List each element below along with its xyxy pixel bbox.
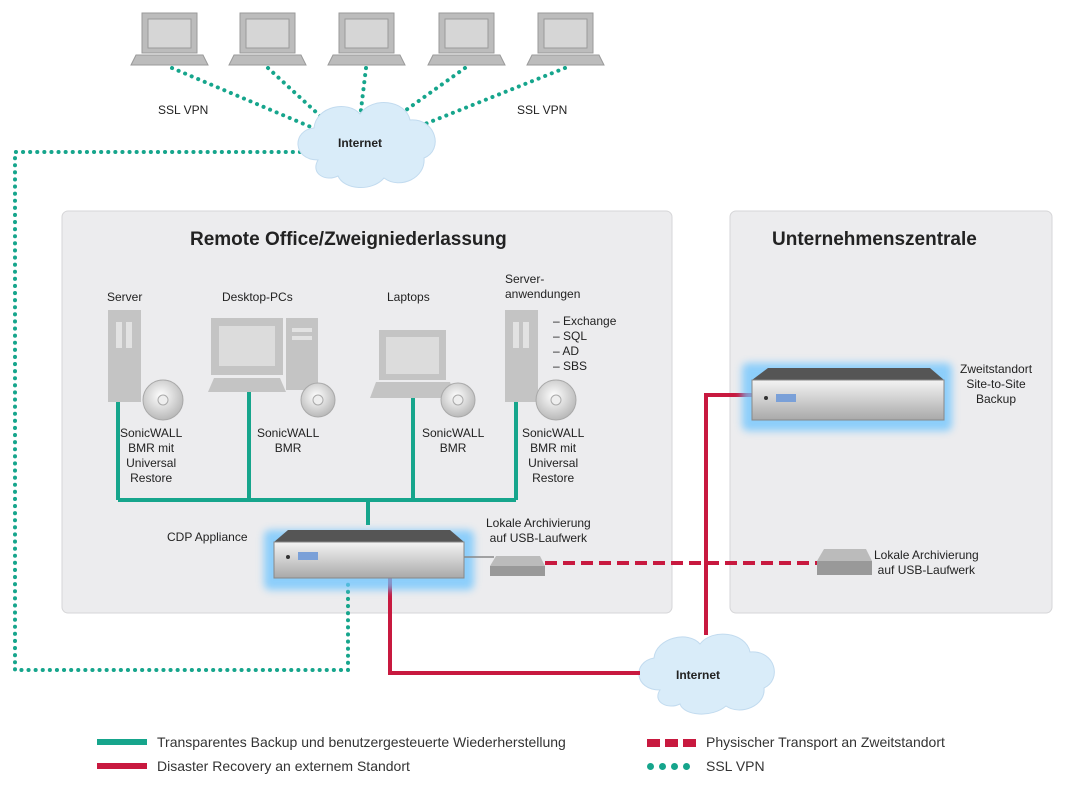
hq-usb-label: Lokale Archivierung auf USB-Laufwerk bbox=[874, 548, 979, 578]
serverapps-label-line2: anwendungen bbox=[505, 287, 581, 301]
app-item: – Exchange bbox=[553, 314, 617, 328]
remote-laptop-icon bbox=[130, 12, 209, 66]
bmr-desktop-label: SonicWALL BMR bbox=[257, 426, 319, 456]
usb-label-line1: Lokale Archivierung bbox=[874, 548, 979, 562]
bmr-line: Restore bbox=[130, 471, 173, 485]
second-site-line: Backup bbox=[976, 392, 1017, 406]
remote-laptop-icon bbox=[526, 12, 605, 66]
remote-laptop-icon bbox=[228, 12, 307, 66]
second-site-label: Zweitstandort Site-to-Site Backup bbox=[960, 362, 1032, 407]
internet-cloud-top bbox=[297, 102, 436, 188]
internet-label-top: Internet bbox=[338, 136, 383, 150]
bmr-server-label: SonicWALL BMR mit Universal Restore bbox=[120, 426, 182, 486]
legend-red-swatch bbox=[97, 763, 147, 769]
app-item: – AD bbox=[553, 344, 580, 358]
bmr-line: BMR mit bbox=[530, 441, 577, 455]
legend-dashed-label: Physischer Transport an Zweitstandort bbox=[706, 734, 945, 750]
bmr-apps-label: SonicWALL BMR mit Universal Restore bbox=[522, 426, 584, 486]
apps-list: – Exchange – SQL – AD – SBS bbox=[553, 314, 616, 374]
app-server-tower-icon bbox=[505, 310, 538, 402]
remote-laptop-icon bbox=[427, 12, 506, 66]
usb-label-line1: Lokale Archivierung bbox=[486, 516, 591, 530]
cd-disc-icon bbox=[300, 382, 336, 418]
bmr-line: SonicWALL bbox=[422, 426, 485, 440]
app-item: – SBS bbox=[553, 359, 588, 373]
remote-laptop-icon bbox=[327, 12, 406, 66]
cd-disc-icon bbox=[142, 379, 184, 421]
remote-office-title: Remote Office/Zweigniederlassung bbox=[190, 229, 507, 250]
ssl-vpn-dotted-lines bbox=[13, 66, 567, 672]
usb-label-line2: auf USB-Laufwerk bbox=[489, 531, 588, 545]
office-usb-label: Lokale Archivierung auf USB-Laufwerk bbox=[486, 516, 591, 546]
office-laptop-icon bbox=[370, 330, 456, 398]
bmr-line: BMR mit bbox=[128, 441, 175, 455]
bmr-line: Universal bbox=[528, 456, 579, 470]
legend-dashed-swatch bbox=[647, 739, 697, 747]
hq-appliance-icon bbox=[742, 363, 952, 431]
legend-red-label: Disaster Recovery an externem Standort bbox=[157, 758, 410, 774]
desktop-label: Desktop-PCs bbox=[222, 290, 293, 304]
desktop-pc-icon bbox=[208, 318, 318, 392]
bmr-line: SonicWALL bbox=[120, 426, 183, 440]
cd-disc-icon bbox=[535, 379, 577, 421]
usb-label-line2: auf USB-Laufwerk bbox=[877, 563, 976, 577]
laptop-label: Laptops bbox=[387, 290, 430, 304]
serverapps-label-line1: Server- bbox=[505, 272, 545, 286]
internet-cloud-bottom bbox=[638, 633, 775, 715]
backup-network-line bbox=[116, 390, 518, 525]
bmr-laptop-label: SonicWALL BMR bbox=[422, 426, 484, 456]
legend-teal-swatch bbox=[97, 739, 147, 745]
bmr-line: SonicWALL bbox=[257, 426, 320, 440]
bmr-line: SonicWALL bbox=[522, 426, 585, 440]
cdp-appliance-label: CDP Appliance bbox=[167, 530, 248, 544]
legend-dotted-label: SSL VPN bbox=[706, 758, 765, 774]
cdp-appliance-icon bbox=[264, 530, 474, 590]
bmr-line: Universal bbox=[126, 456, 177, 470]
hq-title: Unternehmenszentrale bbox=[772, 229, 977, 250]
hq-usb-drive-icon bbox=[817, 549, 872, 575]
ssl-vpn-label-right: SSL VPN bbox=[517, 103, 568, 117]
second-site-line: Site-to-Site bbox=[966, 377, 1026, 391]
second-site-line: Zweitstandort bbox=[960, 362, 1033, 376]
disaster-recovery-line bbox=[388, 393, 752, 675]
server-label: Server bbox=[107, 290, 143, 304]
app-item: – SQL bbox=[553, 329, 588, 343]
legend-teal-label: Transparentes Backup und benutzergesteue… bbox=[157, 734, 566, 750]
server-tower-icon bbox=[108, 310, 141, 402]
ssl-vpn-label-left: SSL VPN bbox=[158, 103, 209, 117]
cd-disc-icon bbox=[440, 382, 476, 418]
bmr-line: BMR bbox=[439, 441, 467, 455]
serverapps-label: Server- anwendungen bbox=[505, 272, 580, 302]
legend-dotted-swatch bbox=[647, 763, 697, 771]
internet-label-bottom: Internet bbox=[676, 668, 721, 682]
bmr-line: Restore bbox=[532, 471, 575, 485]
bmr-line: BMR bbox=[274, 441, 302, 455]
usb-drive-icon bbox=[490, 556, 545, 576]
